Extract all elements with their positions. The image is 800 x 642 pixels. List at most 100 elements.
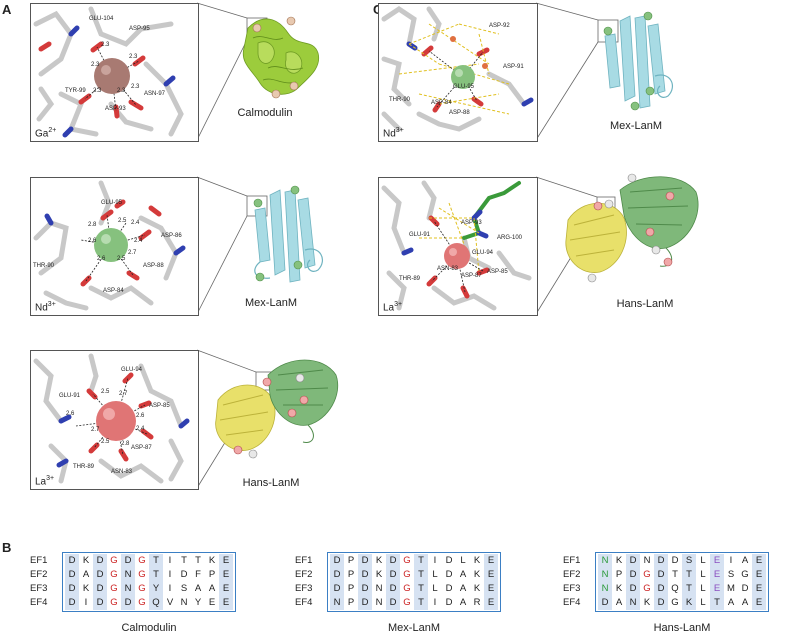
residue-cell: D — [358, 554, 372, 568]
residue-cell: I — [168, 583, 172, 594]
ef-label: EF2 — [30, 569, 48, 580]
panel-label-a: A — [2, 2, 12, 17]
residue-cell: E — [484, 582, 498, 596]
mex-lanm-cartoon — [603, 11, 673, 111]
stick-model — [33, 180, 186, 311]
residue-cell: N — [598, 582, 612, 596]
ef-label: EF4 — [295, 597, 313, 608]
residue-cell: K — [682, 596, 696, 610]
residue-cell: E — [752, 568, 766, 582]
distance-label: 2.7 — [91, 427, 100, 433]
stick-model — [33, 6, 184, 138]
residue-cell: D — [445, 583, 453, 594]
stick-model — [381, 180, 532, 311]
residue-cell: I — [84, 597, 88, 608]
residue-cell: E — [484, 554, 498, 568]
ion-label: Nd3+ — [35, 300, 56, 313]
residue-cell: K — [615, 583, 623, 594]
residue-cell: N — [121, 582, 135, 596]
residue-cell: T — [672, 569, 678, 580]
residue-cell: D — [330, 582, 344, 596]
residue-cell: G — [403, 597, 411, 608]
distance-label: 2.8 — [121, 441, 130, 447]
hans-lanm-cartoon — [215, 359, 338, 459]
residue-cell: I — [729, 555, 733, 566]
residue-cell: D — [65, 582, 79, 596]
residue-cell: T — [682, 582, 696, 596]
residue-cell: D — [93, 596, 107, 610]
residue-label: THR-90 — [389, 97, 411, 103]
residue-label: ASP-84 — [431, 100, 452, 106]
residue-cell: D — [626, 568, 640, 582]
residue-cell: N — [643, 555, 651, 566]
residue-cell: D — [93, 554, 107, 568]
residue-cell: A — [727, 597, 735, 608]
residue-cell: N — [180, 597, 188, 608]
residue-cell: T — [195, 555, 201, 566]
residue-cell: A — [741, 555, 749, 566]
residue-cell: E — [710, 568, 724, 582]
residue-cell: A — [615, 597, 623, 608]
residue-cell: A — [82, 569, 90, 580]
residue-cell: V — [166, 597, 174, 608]
residue-cell: T — [414, 596, 428, 610]
distance-label: 2.3 — [129, 54, 138, 60]
residue-cell: L — [432, 583, 438, 594]
protein-name: Calmodulin — [237, 107, 293, 119]
ef-label: EF2 — [295, 569, 313, 580]
protein-name: Hans-LanM — [242, 477, 300, 489]
protein-name: Mex-LanM — [388, 622, 440, 634]
residue-cell: K — [615, 555, 623, 566]
residue-cell: T — [149, 554, 163, 568]
stick-model — [33, 353, 190, 484]
residue-cell: I — [433, 597, 437, 608]
residue-label: GLU-95 — [101, 200, 123, 206]
residue-cell: D — [654, 554, 668, 568]
residue-label: ASP-84 — [103, 288, 124, 294]
calmodulin-cartoon — [242, 16, 320, 99]
protein-name: Hans-LanM — [616, 298, 674, 310]
distance-label: 2.6 — [136, 413, 145, 419]
distance-label: 2.5 — [101, 389, 110, 395]
residue-cell: A — [208, 583, 216, 594]
hans-lanm-cartoon — [565, 173, 699, 283]
residue-cell: S — [180, 583, 188, 594]
residue-cell: A — [194, 583, 202, 594]
residue-cell: D — [65, 568, 79, 582]
residue-cell: E — [710, 554, 724, 568]
residue-cell: N — [375, 583, 383, 594]
ef-label: EF3 — [295, 583, 313, 594]
residue-cell: G — [110, 597, 118, 608]
residue-cell: P — [347, 555, 355, 566]
distance-label: 2.4 — [136, 426, 145, 432]
ef-label: EF3 — [30, 583, 48, 594]
residue-cell: D — [65, 554, 79, 568]
residue-cell: G — [403, 583, 411, 594]
residue-cell: E — [752, 554, 766, 568]
residue-cell: D — [358, 596, 372, 610]
residue-cell: T — [414, 568, 428, 582]
residue-label: ARG-100 — [497, 235, 523, 241]
residue-label: ASP-86 — [161, 233, 182, 239]
residue-cell: E — [208, 597, 216, 608]
residue-cell: L — [700, 597, 706, 608]
residue-label: GLU-94 — [472, 250, 494, 256]
panel-label-c: C — [373, 2, 382, 17]
residue-cell: Q — [149, 596, 163, 610]
residue-cell: D — [741, 583, 749, 594]
residue-cell: N — [598, 568, 612, 582]
residue-cell: A — [741, 597, 749, 608]
residue-cell: G — [110, 569, 118, 580]
residue-cell: G — [138, 583, 146, 594]
protein-name: Hans-LanM — [653, 622, 711, 634]
residue-cell: E — [752, 596, 766, 610]
residue-cell: D — [386, 568, 400, 582]
residue-label: THR-90 — [33, 263, 55, 269]
residue-cell: G — [138, 597, 146, 608]
residue-cell: E — [219, 596, 233, 610]
